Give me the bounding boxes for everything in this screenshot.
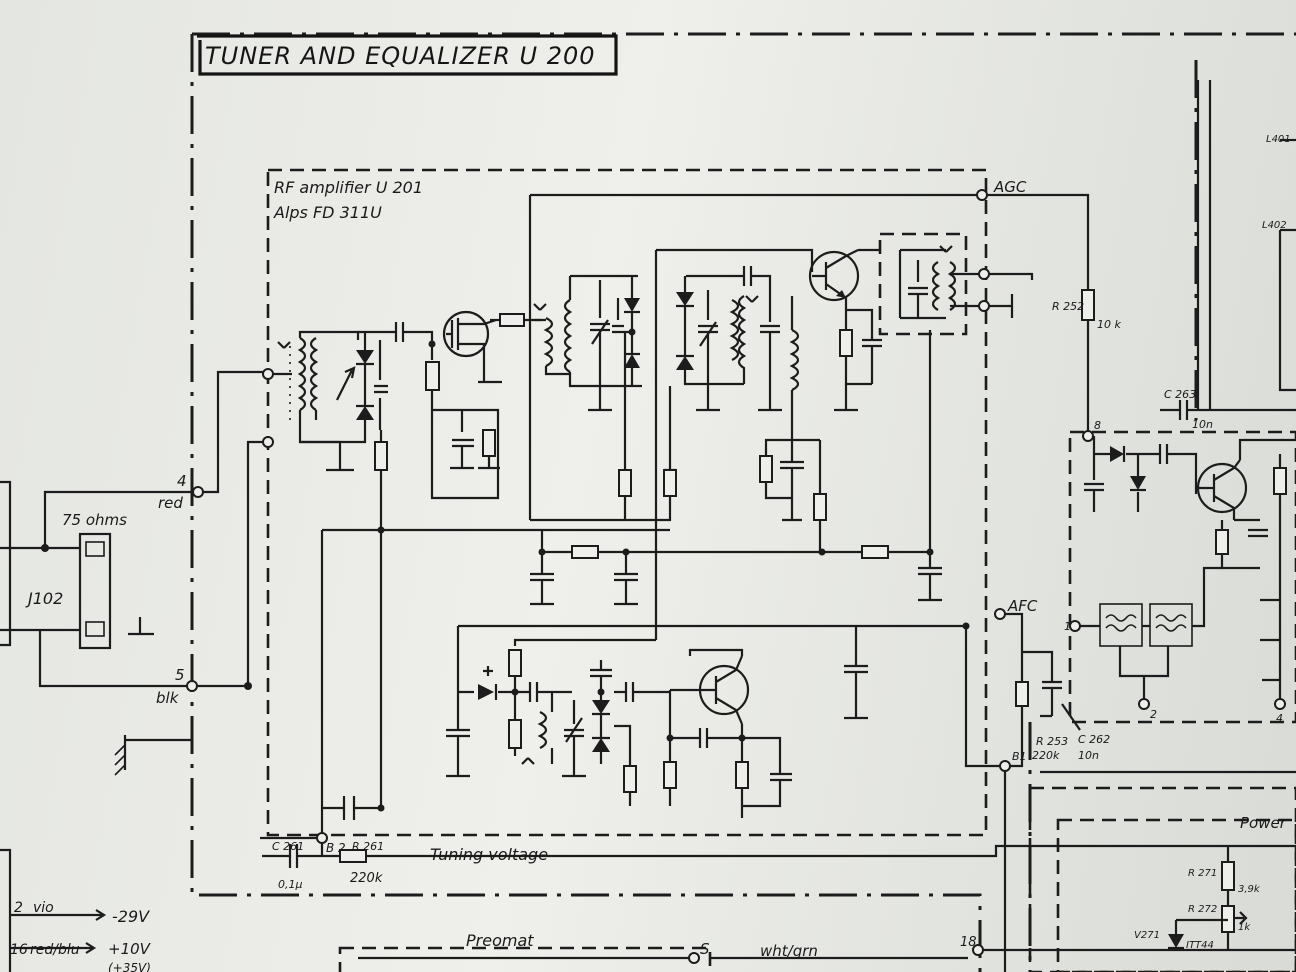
terminal-b1 — [999, 760, 1011, 772]
wht-grn-label: wht/grn — [760, 942, 818, 960]
c261-value: 0,1μ — [278, 878, 303, 891]
c261-label: C 261 — [272, 840, 304, 853]
input-transformer — [273, 330, 388, 530]
rf-block-subtitle: Alps FD 311U — [273, 203, 382, 222]
u200-boundary — [190, 32, 1296, 972]
b1-label: B1 — [1012, 750, 1027, 763]
supply2-extra: (+35V) — [108, 961, 151, 972]
terminal-4b-label: 4 — [1276, 712, 1283, 725]
terminal-5-label: 5 — [175, 666, 185, 684]
if-transformer — [878, 232, 1014, 336]
r261-label: R 261 — [352, 840, 384, 853]
oscillator-section — [446, 624, 1000, 818]
power-label: Power — [1240, 814, 1287, 832]
v271-label: V271 — [1134, 930, 1160, 941]
supply1-pin: 2 — [14, 900, 23, 916]
terminal-8-label: 8 — [1094, 419, 1101, 432]
bandpass-filter — [533, 274, 642, 520]
power-box-inner — [1056, 818, 1296, 972]
input-section: 75 ohms J102 — [0, 480, 196, 776]
terminal-afc — [994, 608, 1006, 620]
if-module-circuit — [1080, 436, 1296, 710]
terminal-agc — [976, 189, 988, 201]
agc-label: AGC — [993, 178, 1027, 196]
r271-label: R 271 — [1188, 868, 1217, 879]
preomat-box — [338, 946, 712, 972]
power-box-outer — [1028, 786, 1296, 972]
supply1-voltage: -29V — [112, 907, 150, 926]
page-title: TUNER AND EQUALIZER U 200 — [205, 42, 596, 70]
terminal-5-color: blk — [156, 689, 180, 707]
r252-label: R 252 — [1052, 300, 1084, 313]
ceramic-filter-2 — [1149, 603, 1193, 647]
l402-label: L402 — [1262, 220, 1287, 231]
power-circuit — [1168, 846, 1248, 950]
title-box: TUNER AND EQUALIZER U 200 — [197, 34, 618, 76]
c263-value: 10n — [1192, 418, 1213, 431]
r271-value: 3,9k — [1238, 884, 1261, 895]
ceramic-filter-1 — [1099, 603, 1143, 647]
impedance-label: 75 ohms — [62, 511, 127, 529]
afc-label: AFC — [1007, 597, 1038, 615]
supply1-color: vio — [33, 900, 54, 916]
ground-symbol — [128, 617, 154, 636]
terminal-1-label: 1 — [1064, 620, 1071, 633]
rf-fet — [442, 310, 502, 384]
terminal-4 — [192, 486, 204, 498]
terminal-18-label: 18 — [960, 935, 977, 950]
r261-value: 220k — [350, 871, 383, 886]
terminal-4-label: 4 — [177, 472, 187, 490]
j102-connector — [78, 532, 112, 650]
terminal-4-color: red — [158, 494, 183, 512]
rf-block-title: RF amplifier U 201 — [274, 178, 423, 197]
r253-value: 220k — [1032, 749, 1060, 762]
v271-type: ITT44 — [1186, 940, 1214, 951]
terminal-s-label: S — [700, 940, 710, 958]
supply2-color: red/blu — [30, 942, 80, 958]
c263-label: C 263 — [1164, 388, 1196, 401]
tuning-voltage-label: Tuning voltage — [430, 845, 548, 864]
r252-value: 10 k — [1097, 318, 1121, 331]
r272-value: 1k — [1238, 922, 1251, 933]
c262-value: 10n — [1078, 749, 1099, 762]
interstage-filter — [530, 248, 814, 640]
r272-label: R 272 — [1188, 904, 1217, 915]
mixer-transistor — [808, 248, 882, 412]
terminal-5 — [186, 680, 198, 692]
r253-label: R 253 — [1036, 735, 1068, 748]
terminal-2-label: 2 — [1150, 708, 1157, 721]
connector-label: J102 — [25, 589, 63, 608]
supply2-voltage: +10V — [108, 940, 152, 958]
rf-amplifier-box — [266, 168, 988, 837]
preomat-label: Preomat — [466, 931, 534, 950]
l401-label: L401 — [1266, 134, 1291, 145]
if-module-box — [1068, 430, 1296, 724]
supply2-pin: 16 — [10, 942, 28, 958]
c262-label: C 262 — [1078, 733, 1110, 746]
